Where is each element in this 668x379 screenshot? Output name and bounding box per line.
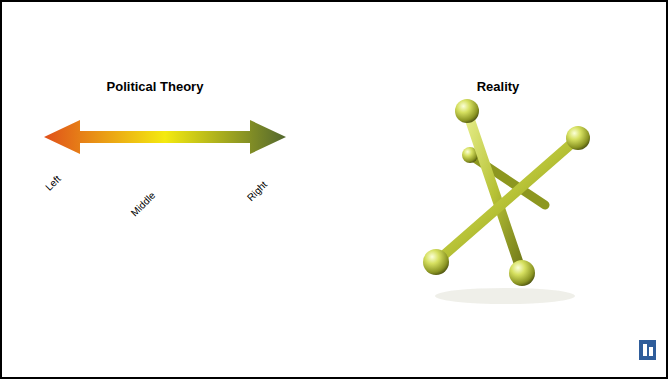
jack-ball xyxy=(423,249,449,275)
jack-rod xyxy=(436,138,578,262)
logo-mark xyxy=(643,344,647,356)
jacks-illustration xyxy=(423,99,590,304)
jack-ball xyxy=(566,126,590,150)
jack-shadow xyxy=(435,288,575,304)
column-heading: Political Theory xyxy=(107,80,204,94)
jack-ball xyxy=(509,260,535,286)
jack-ball xyxy=(455,99,479,123)
axis-label: Right xyxy=(245,179,269,203)
column-heading: Reality xyxy=(477,80,520,94)
logo-square xyxy=(639,340,656,360)
spectrum-arrow xyxy=(44,120,286,154)
logo-icon xyxy=(639,340,656,360)
logo-mark xyxy=(649,347,653,356)
axis-label: Middle xyxy=(129,190,158,219)
axis-label: Left xyxy=(43,173,63,193)
